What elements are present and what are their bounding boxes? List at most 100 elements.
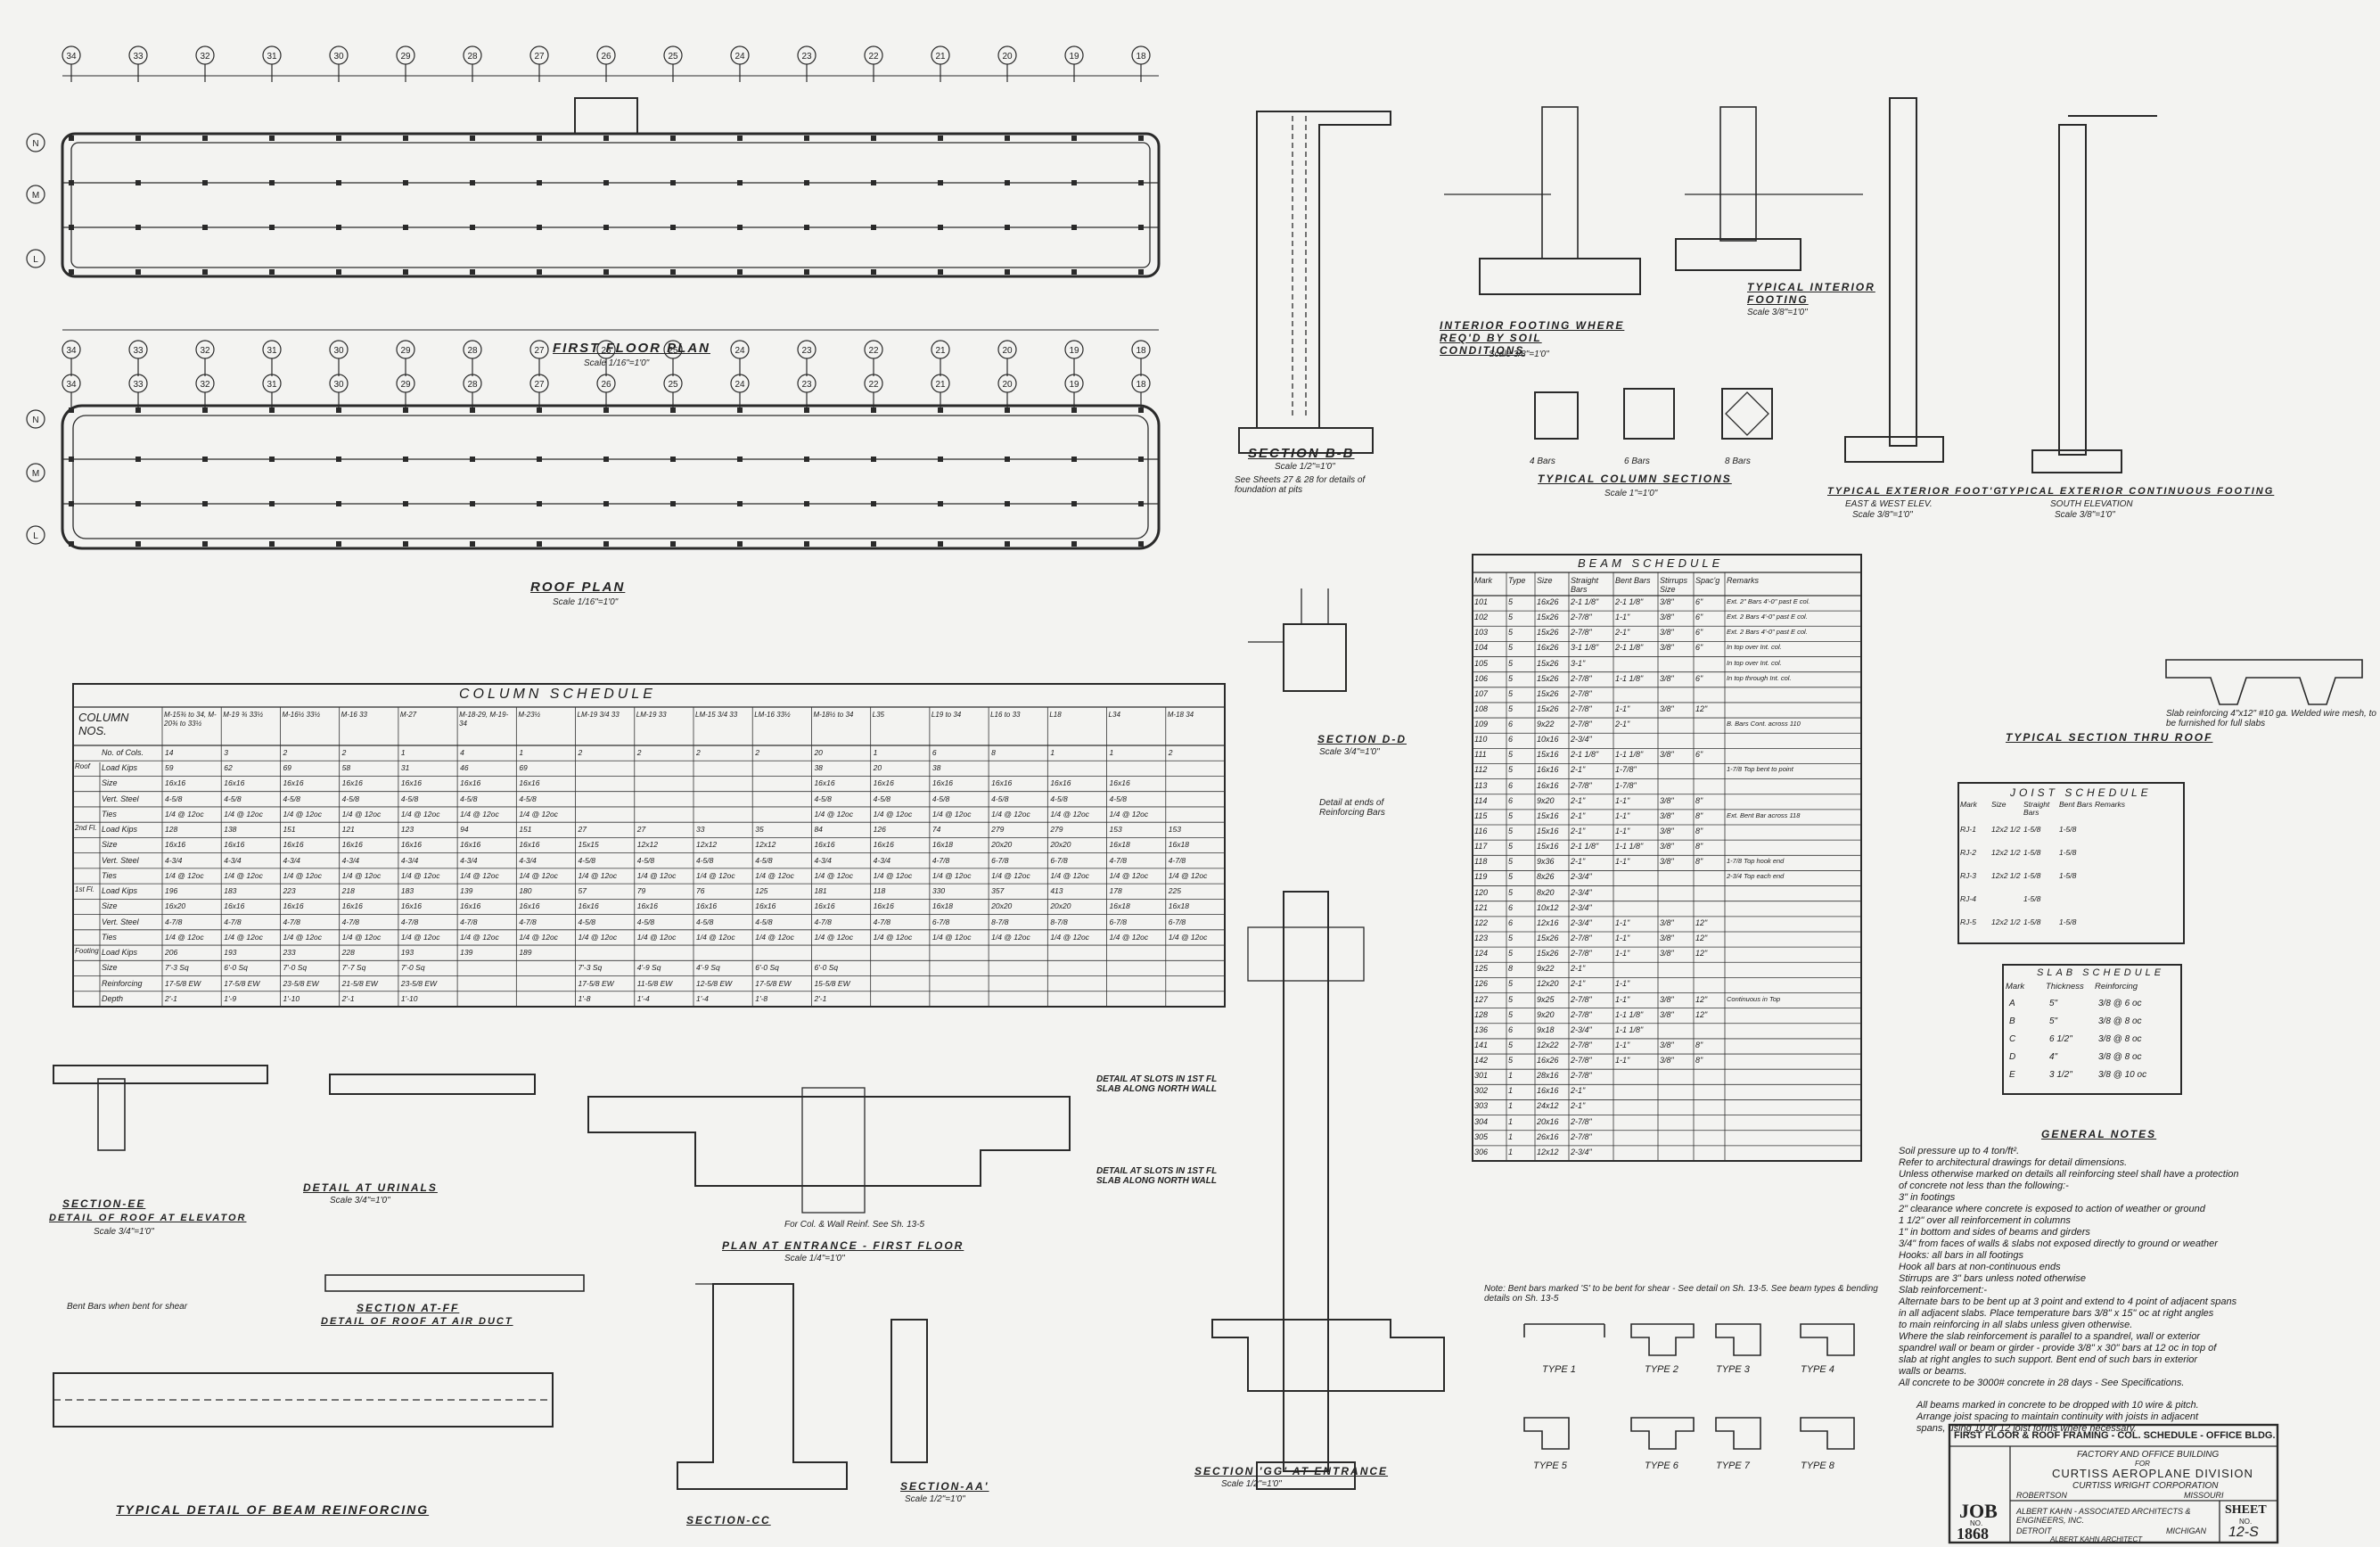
typical-exterior-footing-scale: Scale 3/8"=1'0" [1852,510,1913,520]
column-dot [202,136,208,141]
grid-label-27: 27 [534,346,545,356]
schedule-cell: 1'-8 [578,993,591,1003]
schedule-cell: 111 [1474,750,1487,760]
general-note-line: 2" clearance where concrete is exposed t… [1899,1204,2205,1214]
schedule-cell: 16x18 [1168,901,1189,911]
schedule-cell: 8-7/8 [1050,917,1068,926]
schedule-cell: 1/4 @ 12oc [165,870,204,880]
schedule-cell: 16x16 [400,840,423,850]
schedule-cell: 1 [400,748,406,757]
schedule-cell: 6 [931,748,937,757]
sheet-title: FIRST FLOOR & ROOF FRAMING - COL. SCHEDU… [1954,1430,2276,1441]
schedule-cell: 4-5/8 [165,794,183,803]
grid-label-21: 21 [935,346,946,356]
schedule-cell: Vert. Steel [102,917,139,926]
schedule-cell: 4-7/8 [1168,855,1186,865]
schedule-cell: 2-1" [1571,811,1586,820]
grid-label-26: 26 [601,346,611,356]
location: ROBERTSON [2016,1491,2067,1500]
schedule-cell: 1-7/8" [1615,780,1637,790]
schedule-cell: 2-3/4" [1571,918,1592,927]
schedule-cell: 1/4 @ 12oc [931,932,972,942]
schedule-cell: 1/4 @ 12oc [755,870,794,880]
schedule-cell: 113 [1474,780,1488,790]
schedule-cell: 5 [1508,597,1514,606]
schedule-cell: 1/4 @ 12oc [873,932,913,942]
schedule-cell: 330 [931,886,946,896]
grid-label-24: 24 [735,346,745,356]
column-dot [938,269,943,275]
grid-label-31: 31 [267,380,277,390]
schedule-cell: 16x16 [991,778,1013,788]
schedule-cell: 1-7/8 Top bent to point [1727,765,1793,774]
schedule-cell: 3/8" [1660,1056,1674,1066]
schedule-cell: 2-1" [1571,1101,1586,1111]
schedule-cell: 2-1" [1571,964,1586,974]
schedule-cell: 4-5/8 [814,794,832,803]
grid-label-34: 34 [66,52,77,62]
grid-label-19: 19 [1069,380,1079,390]
schedule-cell: 4-5/8 [283,794,300,803]
schedule-cell: 1-5/8 [2023,825,2041,834]
schedule-cell: 16x16 [460,840,481,850]
schedule-cell: 2-7/8" [1571,994,1592,1004]
general-note-line: Soil pressure up to 4 ton/ft². [1899,1146,2020,1156]
schedule-cell: 9x22 [1537,964,1555,974]
detail-urinals-scale: Scale 3/4"=1'0" [330,1196,390,1206]
schedule-cell: 304 [1474,1116,1489,1126]
interior-footing-scale: Scale 3/8"=1'0" [1489,350,1549,359]
schedule-cell: 1/4 @ 12oc [283,870,323,880]
schedule-group: Roof [75,762,90,771]
schedule-cell: 12x12 [1537,1147,1559,1156]
general-note-line: 1 1/2" over all reinforcement in columns [1899,1215,2071,1226]
state-2: MICHIGAN [2166,1526,2206,1535]
schedule-cell: 3/8 @ 10 oc [2098,1070,2147,1080]
grid-label-31: 31 [267,346,277,356]
grid-label-24: 24 [735,52,745,62]
column-dot [336,269,341,275]
general-note-line: slab at right angles to such support. Be… [1899,1354,2198,1365]
schedule-cell: 105 [1474,658,1489,668]
schedule-cell: 7'-0 Sq [400,963,425,973]
schedule-cell: 12" [1695,1009,1708,1019]
schedule-cell: 1/4 @ 12oc [1168,932,1208,942]
general-note-extra-line: spans, using 10 or 12 joist forms where … [1916,1423,2137,1434]
schedule-cell: 3/8 @ 8 oc [2098,1034,2142,1044]
column-dot [69,541,74,547]
schedule-cell: 1/4 @ 12oc [224,870,263,880]
schedule-cell: 1-1 1/8" [1615,1024,1644,1034]
column-dot [804,225,809,230]
schedule-cell: Straight Bars [2023,800,2050,817]
schedule-cell: 2-1" [1571,765,1586,775]
general-note-line: to main reinforcing in all slabs unless … [1899,1320,2133,1330]
schedule-cell: 1/4 @ 12oc [873,870,913,880]
general-note-line: Where the slab reinforcement is parallel… [1899,1331,2201,1342]
column-dot [938,225,943,230]
schedule-cell: 12x2 1/2 [1991,871,2021,880]
schedule-cell: 1/4 @ 12oc [636,870,677,880]
schedule-cell: 6" [1695,597,1703,606]
schedule-cell: 12x20 [1537,979,1559,989]
detail-urinals-title: DETAIL AT URINALS [303,1181,438,1194]
schedule-cell: 1-5/8 [2023,871,2041,880]
schedule-cell: 16x16 [755,901,776,911]
general-notes-body: Soil pressure up to 4 ton/ft².Refer to a… [1899,1146,2362,1389]
general-note-line: Hook all bars at non-continuous ends [1899,1262,2061,1272]
linework: 3433323130292827262524232221201918343332… [26,45,2363,1544]
column-dot [135,225,141,230]
schedule-cell: 4-5/8 [696,917,714,926]
schedule-cell: 1/4 @ 12oc [165,809,204,819]
schedule-cell: Load Kips [102,948,138,958]
schedule-cell: 5 [1508,1056,1514,1066]
typical-exterior-continuous-title: TYPICAL EXTERIOR CONTINUOUS FOOTING [2001,486,2275,497]
column-dot [1138,541,1144,547]
schedule-cell: 3/8" [1660,842,1674,852]
schedule-cell: 1 [1508,1147,1514,1156]
schedule-cell: Stirrups Size [1660,576,1688,594]
schedule-cell: 12" [1695,994,1708,1004]
schedule-cell: 5 [1508,628,1514,638]
schedule-cell: 3-1" [1571,658,1586,668]
schedule-cell: 2-7/8" [1571,1009,1592,1019]
bent-bars-note: Bent Bars when bent for shear [67,1302,188,1312]
grid-label-26: 26 [601,52,611,62]
